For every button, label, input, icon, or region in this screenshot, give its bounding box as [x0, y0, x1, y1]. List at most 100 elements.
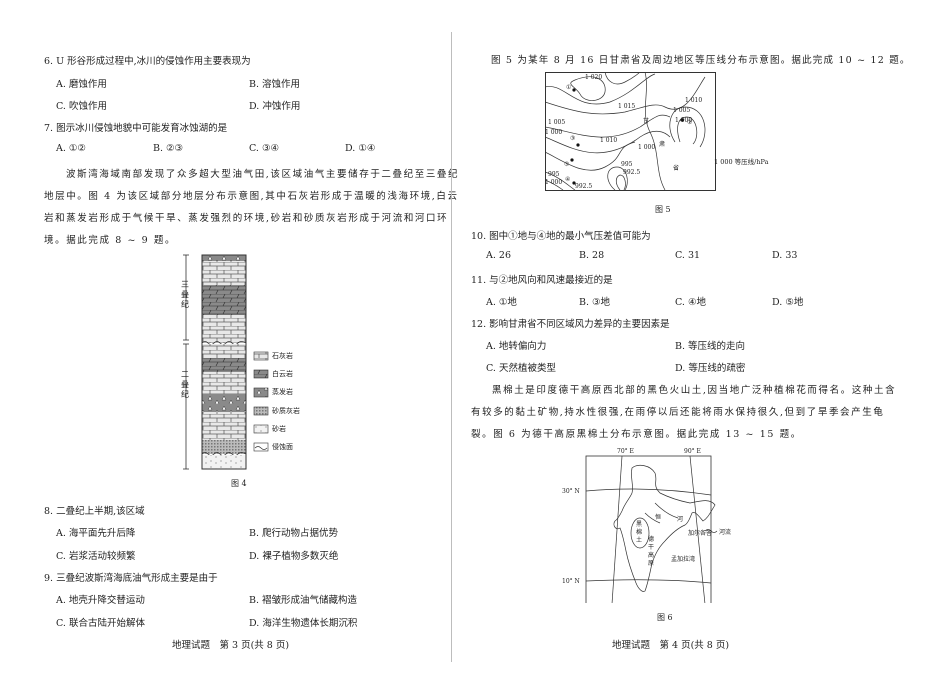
svg-text:黑: 黑 [636, 521, 642, 528]
svg-text:995: 995 [548, 171, 560, 178]
q7-option-b[interactable]: B. ②③ [153, 143, 184, 154]
svg-text:土: 土 [636, 536, 642, 544]
legend-sandy-limestone: 砂质灰岩 [272, 407, 300, 415]
period-label-triassic: 三叠纪 [181, 280, 189, 309]
q6-option-a[interactable]: A. 磨蚀作用 [56, 79, 107, 90]
svg-text:1 020: 1 020 [585, 74, 602, 81]
q7-option-c[interactable]: C. ③④ [249, 143, 280, 154]
passage2-line-1: 黑棉土是印度德干高原西北部的黑色火山土,因当地广泛种植棉花而得名。这种土含 [492, 385, 897, 396]
q7-option-d[interactable]: D. ①④ [345, 143, 376, 154]
question-12-stem: 12. 影响甘肃省不同区域风力差异的主要因素是 [471, 319, 670, 330]
isobar-legend-label: 1 000 等压线/hPa [714, 158, 769, 166]
q6-option-b[interactable]: B. 溶蚀作用 [249, 79, 301, 90]
figure-6-india-map: 70° E 90° E 30° N 10° N 恒 河 黑 棉 土 德 干 高 … [560, 443, 760, 606]
intro-10-12: 图 5 为某年 8 月 16 日甘肃省及周边地区等压线分布示意图。据此完成 10… [491, 55, 911, 66]
figure-5-caption: 图 5 [655, 205, 671, 214]
page-divider [451, 32, 452, 662]
legend-sandstone: 砂岩 [272, 425, 286, 433]
q10-option-c[interactable]: C. 31 [675, 250, 701, 261]
q10-option-a[interactable]: A. 26 [486, 250, 511, 261]
legend-dolomite: 白云岩 [272, 370, 293, 378]
figure-5-isobar-map: 1 020 ① 1 015 1 010 1 010 1 005 1 005 1 … [544, 71, 717, 195]
svg-text:干: 干 [648, 544, 654, 551]
q12-option-d[interactable]: D. 等压线的疏密 [675, 363, 746, 374]
svg-text:省: 省 [673, 164, 679, 172]
q11-option-b[interactable]: B. ③地 [579, 297, 611, 308]
period-label-permian: 二叠纪 [181, 370, 189, 399]
svg-text:肃: 肃 [659, 140, 665, 148]
svg-text:70° E: 70° E [617, 448, 634, 455]
question-6-stem: 6. U 形谷形成过程中,冰川的侵蚀作用主要表现为 [44, 56, 251, 67]
question-9-stem: 9. 三叠纪波斯湾海底油气形成主要是由于 [44, 573, 218, 584]
svg-text:⑤: ⑤ [564, 161, 569, 168]
q8-option-a[interactable]: A. 海平面先升后降 [56, 528, 136, 539]
svg-text:④: ④ [565, 176, 570, 183]
q12-option-c[interactable]: C. 天然植被类型 [486, 363, 556, 374]
svg-text:1 010: 1 010 [600, 137, 617, 144]
svg-text:孟加拉湾: 孟加拉湾 [671, 555, 695, 563]
svg-text:原: 原 [648, 560, 654, 567]
svg-text:①: ① [566, 84, 571, 91]
q9-option-d[interactable]: D. 海洋生物遗体长期沉积 [249, 618, 358, 629]
svg-text:1 005: 1 005 [548, 119, 565, 126]
svg-text:1 005: 1 005 [673, 107, 690, 114]
svg-text:德: 德 [648, 535, 654, 543]
svg-text:992.5: 992.5 [575, 183, 592, 190]
q10-option-d[interactable]: D. 33 [772, 250, 798, 261]
q6-option-c[interactable]: C. 吹蚀作用 [56, 101, 107, 112]
svg-text:10° N: 10° N [562, 578, 580, 585]
svg-text:1 000: 1 000 [545, 179, 562, 186]
figure-5-legend: 1 000 等压线/hPa [714, 156, 769, 166]
svg-text:1 000: 1 000 [638, 144, 655, 151]
q12-option-a[interactable]: A. 地转偏向力 [486, 341, 547, 352]
svg-text:河流: 河流 [719, 528, 731, 536]
figure-4-caption: 图 4 [231, 479, 247, 488]
question-11-stem: 11. 与②地风向和风速最接近的是 [471, 275, 613, 286]
q11-option-d[interactable]: D. ⑤地 [772, 297, 804, 308]
question-8-stem: 8. 二叠纪上半期,该区域 [44, 506, 145, 517]
q6-option-d[interactable]: D. 冲蚀作用 [249, 101, 301, 112]
passage-line-4: 境。据此完成 8 ~ 9 题。 [44, 235, 177, 246]
svg-text:②: ② [687, 119, 692, 126]
svg-text:棉: 棉 [636, 528, 642, 536]
svg-text:1 000: 1 000 [545, 129, 562, 136]
svg-text:992.5: 992.5 [623, 169, 640, 176]
question-7-stem: 7. 图示冰川侵蚀地貌中可能发育冰蚀湖的是 [44, 123, 228, 134]
passage-line-3: 岩和蒸发岩形成于气候干旱、蒸发强烈的环境,砂岩和砂质灰岩形成于河流和河口环 [44, 213, 449, 224]
svg-text:1 015: 1 015 [618, 103, 635, 110]
svg-text:高: 高 [648, 551, 654, 559]
legend-limestone: 石灰岩 [272, 352, 293, 360]
passage-line-2: 地层中。图 4 为该区域部分地层分布示意图,其中石灰岩形成于温暖的浅海环境,白云 [44, 191, 459, 202]
svg-text:加尔各答: 加尔各答 [688, 529, 712, 537]
svg-text:河: 河 [677, 515, 683, 523]
q9-option-c[interactable]: C. 联合古陆开始解体 [56, 618, 145, 629]
q8-option-d[interactable]: D. 裸子植物多数灭绝 [249, 551, 339, 562]
q10-option-b[interactable]: B. 28 [579, 250, 605, 261]
svg-text:995: 995 [621, 161, 633, 168]
svg-text:90° E: 90° E [684, 448, 701, 455]
svg-text:恒: 恒 [655, 513, 661, 521]
q9-option-a[interactable]: A. 地壳升降交替运动 [56, 595, 145, 606]
legend-evaporite: 蒸发岩 [272, 388, 293, 396]
q9-option-b[interactable]: B. 褶皱形成油气储藏构造 [249, 595, 358, 606]
left-page-footer: 地理试题 第 3 页(共 8 页) [172, 640, 290, 651]
figure-4-strata-column [178, 254, 318, 475]
passage2-line-2: 有较多的黏土矿物,持水性很强,在雨停以后还能将雨水保持很久,但到了旱季会产生龟 [471, 407, 885, 418]
svg-text:1 000: 1 000 [675, 117, 692, 124]
q8-option-c[interactable]: C. 岩浆活动较频繁 [56, 551, 136, 562]
svg-text:30° N: 30° N [562, 488, 580, 495]
legend-erosion-surface: 侵蚀面 [272, 443, 293, 451]
q12-option-b[interactable]: B. 等压线的走向 [675, 341, 746, 352]
q11-option-a[interactable]: A. ①地 [486, 297, 517, 308]
svg-text:1 010: 1 010 [685, 97, 702, 104]
q11-option-c[interactable]: C. ④地 [675, 297, 706, 308]
right-page-footer: 地理试题 第 4 页(共 8 页) [612, 640, 730, 651]
q8-option-b[interactable]: B. 爬行动物占据优势 [249, 528, 339, 539]
svg-text:③: ③ [570, 135, 575, 142]
svg-text:甘: 甘 [643, 117, 649, 125]
passage-line-1: 波斯湾海域南部发现了众多超大型油气田,该区域油气主要储存于二叠纪至三叠纪 [66, 169, 460, 180]
question-10-stem: 10. 图中①地与④地的最小气压差值可能为 [471, 231, 651, 242]
passage2-line-3: 裂。图 6 为德干高原黑棉土分布示意图。据此完成 13 ~ 15 题。 [471, 429, 802, 440]
figure-6-caption: 图 6 [657, 613, 673, 622]
q7-option-a[interactable]: A. ①② [56, 143, 86, 154]
